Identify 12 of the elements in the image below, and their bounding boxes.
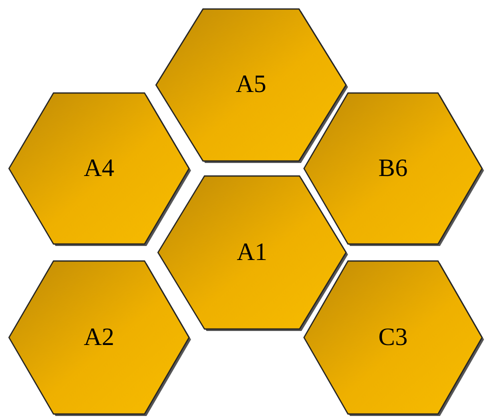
hexagon-tile (8, 92, 190, 245)
hexagon-label: B6 (377, 154, 409, 182)
hexagon-tile (155, 8, 347, 162)
hexagon-label: A2 (82, 324, 116, 352)
hexagon-tile (303, 92, 483, 245)
hexagon-label: C3 (377, 324, 409, 352)
hexagon-tile (8, 260, 190, 415)
hexagon-tile (303, 260, 483, 415)
hexagon-label: A1 (236, 238, 268, 266)
hexagon-tile (157, 175, 347, 330)
hexagon-label: A5 (234, 71, 268, 99)
hexagon-label: A4 (82, 154, 116, 182)
